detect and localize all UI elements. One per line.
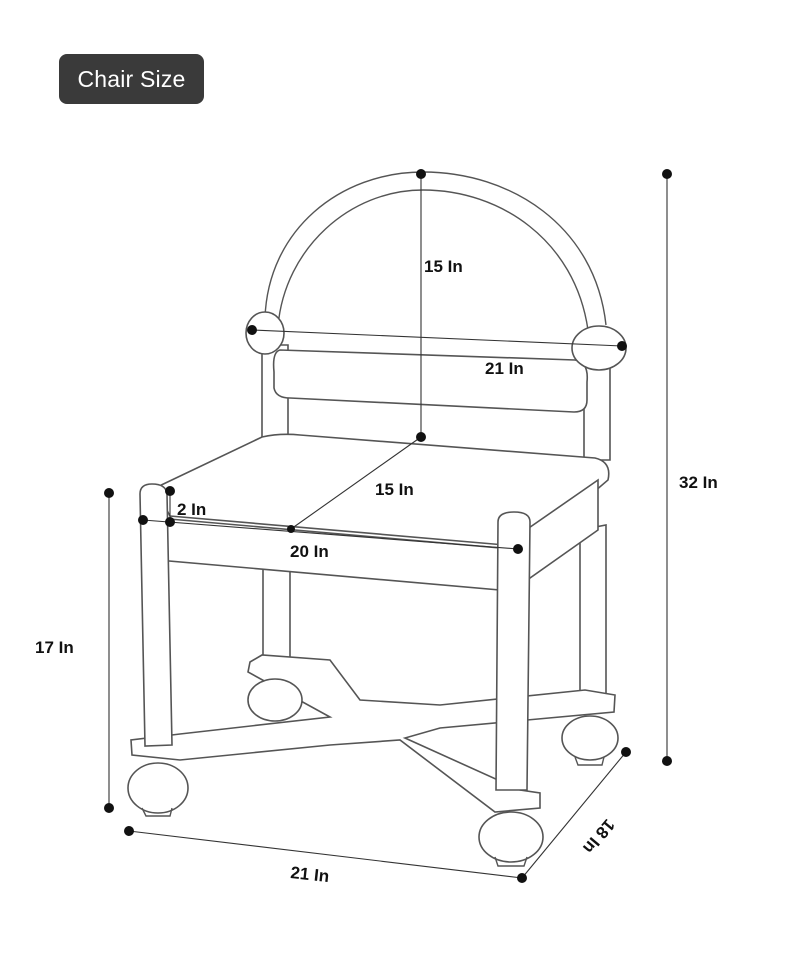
seat-width-label: 20 In [290,542,329,561]
seat-depth-label: 15 In [375,480,414,499]
dimension-lines [108,174,668,879]
chair-outline [127,171,627,867]
dimension-endpoints [104,169,672,883]
seat-thickness-label: 2 In [177,500,206,519]
chair-size-title: Chair Size [59,54,204,104]
seat-height-label: 17 In [35,638,74,657]
total-height-label: 32 In [679,473,718,492]
base-width-label: 21 In [290,863,331,886]
back-width-label: 21 In [485,359,524,378]
base-depth-label: 18 In [579,815,618,857]
backrest-height-label: 15 In [424,257,463,276]
